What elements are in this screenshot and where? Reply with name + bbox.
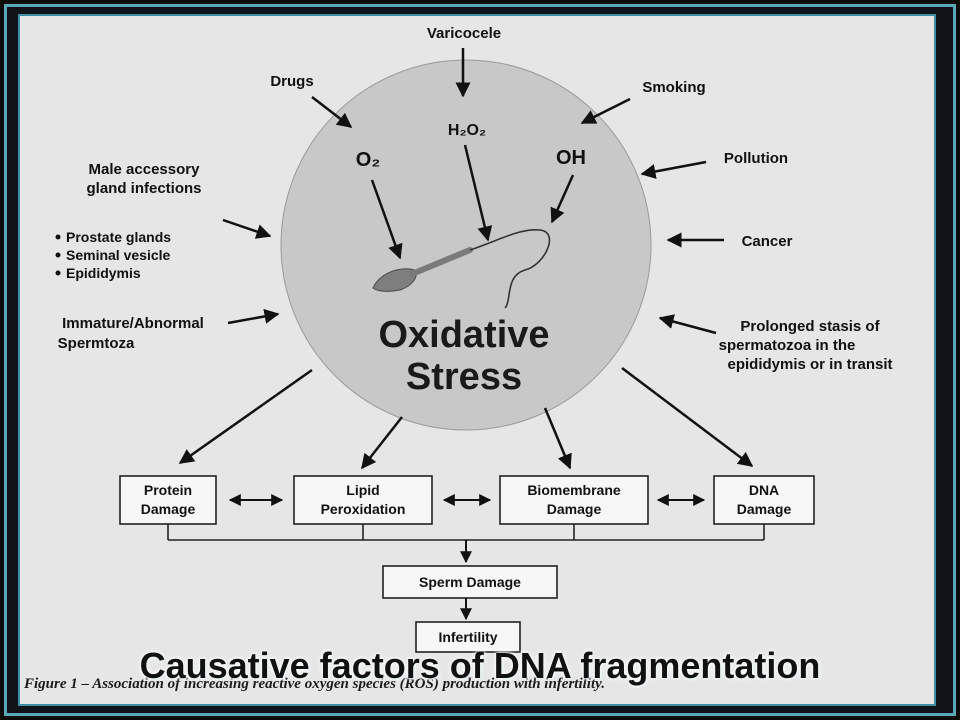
varicocele-label: Varicocele [427,25,501,42]
dna-effect-arrow [621,367,754,467]
dna-damage-line2: Damage [737,501,792,517]
protein-damage-box: Protein Damage [119,475,217,525]
bullet-icon [55,270,61,276]
biomembrane-damage-box: Biomembrane Damage [499,475,649,525]
sperm-damage-label: Sperm Damage [419,574,521,590]
male-infections-line1: Male accessory [89,161,201,178]
lipid-peroxidation-line2: Peroxidation [321,501,406,517]
oh-label: OH [556,147,586,169]
sperm-illustration [372,229,551,309]
immature-line1: Immature/Abnormal [62,315,204,332]
bullet-icon [55,252,61,258]
dna-damage-line1: DNA [749,482,779,498]
infertility-label: Infertility [438,629,497,645]
smoking-arrow [580,97,631,125]
oxidative-label: Oxidative [378,314,549,356]
protein-effect-arrow [178,368,313,465]
pollution-label: Pollution [724,150,788,167]
figure-caption: Figure 1 – Association of increasing rea… [24,676,605,692]
protein-damage-line1: Protein [144,482,192,498]
pollution-arrow [640,160,707,179]
infertility-box: Infertility [415,621,521,653]
infection-site-item: Prostate glands [66,229,171,245]
dna-damage-box: DNA Damage [713,475,815,525]
immature-line2: Spermtoza [58,335,135,352]
oh-arrow [550,174,575,224]
infection-sites-list: Prostate glands Seminal vesicle Epididym… [55,229,171,281]
biomembrane-damage-line2: Damage [547,501,602,517]
drugs-arrow [311,96,353,128]
biomembrane-effect-arrow [543,407,572,470]
cancer-label: Cancer [742,233,793,250]
drugs-label: Drugs [270,73,313,90]
stasis-line1: Prolonged stasis of [740,318,880,335]
o2-label: O₂ [356,149,380,171]
h2o2-arrow [463,144,493,242]
oxidative-stress-circle [280,59,652,431]
male-infections-line2: gland infections [86,180,201,197]
infection-site-item: Epididymis [66,265,141,281]
protein-damage-line2: Damage [141,501,196,517]
stasis-line2: spermatozoa in the [719,337,856,354]
h2o2-label: H₂O₂ [448,122,486,139]
lipid-peroxidation-line1: Lipid [346,482,379,498]
sperm-damage-box: Sperm Damage [382,565,558,599]
stress-label: Stress [406,356,522,398]
lipid-effect-arrow [361,416,403,470]
bracket-connector [167,524,765,541]
bullet-icon [55,234,61,240]
lipid-peroxidation-box: Lipid Peroxidation [293,475,433,525]
infection-site-item: Seminal vesicle [66,247,171,263]
smoking-label: Smoking [642,79,705,96]
immature-arrow [227,309,280,325]
stasis-arrow [658,314,717,335]
slide-title: Causative factors of DNA fragmentation [139,645,821,686]
o2-arrow [370,179,403,260]
stasis-line3: epididymis or in transit [727,356,892,373]
male-infections-arrow [222,218,272,239]
biomembrane-damage-line1: Biomembrane [527,482,621,498]
